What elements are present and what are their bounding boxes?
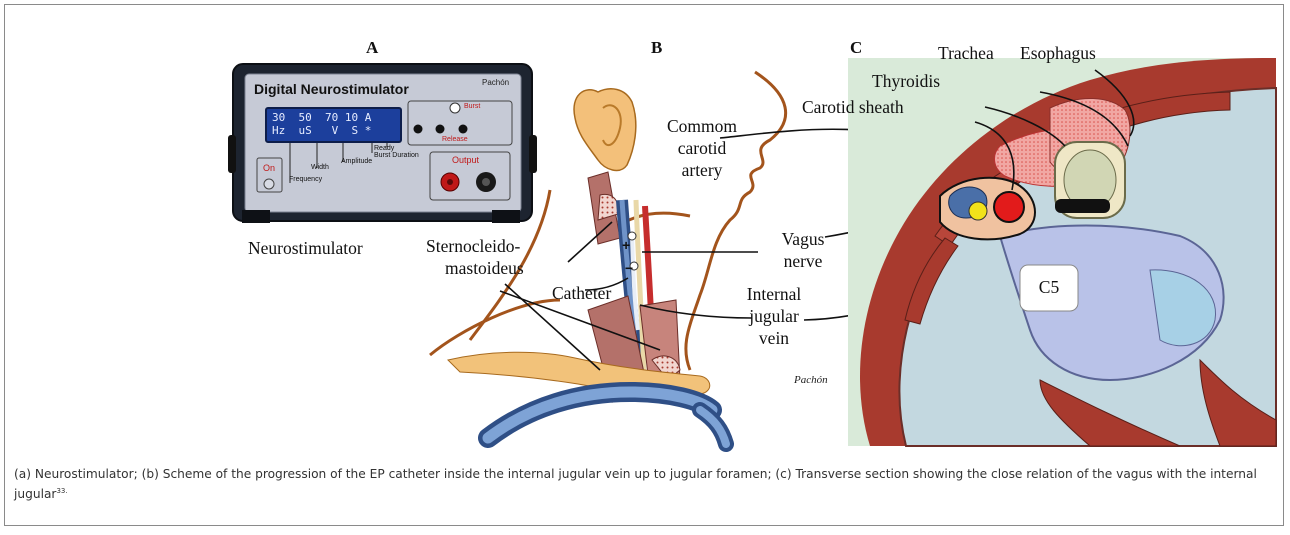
- label-jugular-2: jugular: [735, 306, 813, 327]
- burst-label: Burst: [464, 103, 480, 110]
- label-vagus-2: nerve: [770, 251, 836, 272]
- release-label: Release: [442, 136, 468, 143]
- label-vagus-1: Vagus: [770, 229, 836, 250]
- caption-text: (a) Neurostimulator; (b) Scheme of the p…: [14, 467, 1257, 501]
- readout-width: Width: [311, 164, 329, 171]
- electrode-minus: −: [625, 260, 633, 276]
- label-c5: C5: [1022, 277, 1076, 298]
- electrode-plus: +: [622, 237, 630, 253]
- label-jugular-3: vein: [735, 328, 813, 349]
- label-neurostimulator: Neurostimulator: [248, 238, 363, 259]
- readout-frequency: Frequency: [289, 176, 322, 183]
- label-carotid-1: Commom: [660, 116, 744, 137]
- label-catheter: Catheter: [552, 283, 611, 304]
- label-sternocleido-1: Sternocleido-: [426, 236, 520, 257]
- label-trachea: Trachea: [938, 43, 994, 64]
- label-esophagus: Esophagus: [1020, 43, 1096, 64]
- figure-caption: (a) Neurostimulator; (b) Scheme of the p…: [14, 466, 1276, 503]
- label-sternocleido-2: mastoideus: [445, 258, 524, 279]
- device-brand: Pachón: [482, 78, 509, 87]
- label-carotid-3: artery: [660, 160, 744, 181]
- transverse-section: [848, 58, 1276, 446]
- label-carotid-sheath: Carotid sheath: [802, 97, 904, 118]
- panel-label-c: C: [850, 38, 862, 58]
- output-label: Output: [452, 155, 479, 165]
- pachon-signature: Pachón: [794, 374, 828, 386]
- caption-reference: 33.: [56, 487, 67, 495]
- label-carotid-2: carotid: [660, 138, 744, 159]
- label-thyroidis: Thyroidis: [872, 71, 940, 92]
- readout-burst-duration: Burst Duration: [374, 152, 419, 159]
- on-label: On: [263, 163, 275, 173]
- lcd-row-2: Hz uS V S *: [272, 124, 371, 137]
- panel-label-b: B: [651, 38, 662, 58]
- lcd-row-1: 30 50 70 10 A: [272, 111, 371, 124]
- readout-amplitude: Amplitude: [341, 158, 372, 165]
- device-title: Digital Neurostimulator: [254, 81, 409, 97]
- readout-ready: Ready: [374, 145, 394, 152]
- panel-label-a: A: [366, 38, 378, 58]
- label-jugular-1: Internal: [735, 284, 813, 305]
